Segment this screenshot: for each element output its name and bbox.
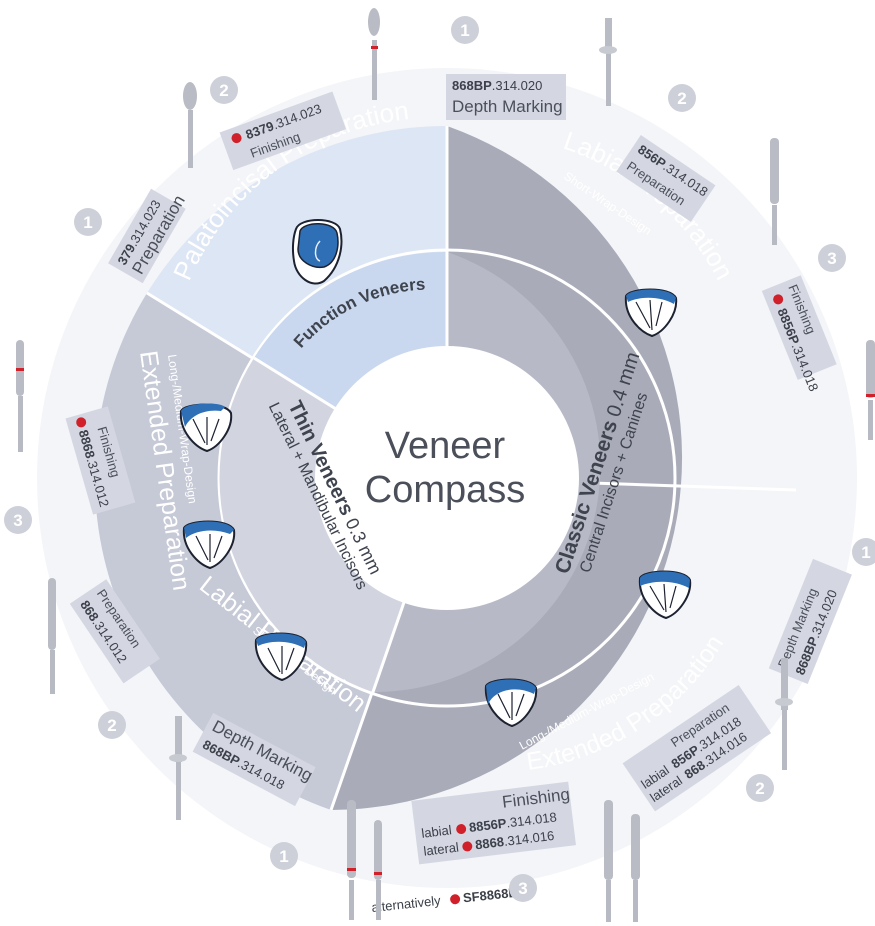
bur-icon-classic-top-1 [599,18,617,106]
svg-text:labial: labial [420,822,452,841]
bur-icon-classic-bot-3b [374,820,382,920]
step-badge-func-1-num: 1 [83,213,92,232]
tooth-icon-extended-thin-2 [182,520,236,570]
step-badge-classic-bot-3-num: 3 [518,879,527,898]
tooth-icon-labial-thin [254,632,308,682]
svg-text:lateral: lateral [423,840,460,859]
finishing-dot-icon [76,417,87,428]
center-title-line1: Veneer [385,425,506,467]
step-classic-bot-3-alt-prefix: alternatively [371,893,442,915]
step-classic-bot-3-l1-bold: 8856P [468,815,507,835]
step-badge-thin-2-num: 2 [107,716,116,735]
step-badge-thin-1: 1 [270,842,298,870]
step-badge-classic-bot-1-num: 1 [861,543,870,562]
finishing-dot-icon [462,841,473,852]
step-classic-bot-3-l1-rest: .314.018 [505,809,557,830]
tooth-icon-labial-classic [624,288,678,338]
step-badge-thin-1-num: 1 [279,847,288,866]
bur-icon-classic-top-3 [866,340,875,440]
finishing-dot-icon [773,294,784,305]
step-badge-thin-3-num: 3 [13,511,22,530]
svg-text:8868.314.016: 8868.314.016 [474,828,555,853]
bur-icon-classic-bot-1 [775,658,793,770]
bur-icon-thin-1 [169,716,187,820]
finishing-dot-icon [456,824,467,835]
step-badge-classic-top-3: 3 [818,244,846,272]
finishing-dot-icon [450,894,461,905]
bur-icon-classic-bot-3a [347,800,356,920]
finishing-dot-icon [231,133,242,144]
tooth-icon-extended-classic-2 [484,678,538,728]
step-badge-func-2-num: 2 [219,81,228,100]
step-badge-thin-3: 3 [4,506,32,534]
tooth-icon-function [291,219,343,285]
tooth-icon-extended-thin-1 [179,403,233,453]
bur-icon-thin-3 [16,340,24,452]
svg-text:868BP.314.020: 868BP.314.020 [452,78,542,93]
inner-ring-border [217,248,677,708]
step-badge-classic-bot-3: 3 [509,874,537,902]
step-badge-classic-bot-2-num: 2 [755,779,764,798]
bur-icon-func-2 [368,8,380,100]
bur-icon-classic-bot-2a [604,800,613,922]
bur-icon-thin-2 [48,578,56,694]
step-classic-top-1-code-rest: .314.020 [492,78,543,93]
step-badge-func-2: 2 [210,76,238,104]
step-badge-classic-bot-1: 1 [852,538,875,566]
step-badge-classic-top-1-num: 1 [460,21,469,40]
step-classic-bot-3-l2-prefix: lateral [423,840,460,859]
step-classic-top-1-code-bold: 868BP [452,78,492,93]
step-badge-classic-bot-2: 2 [746,774,774,802]
step-badge-classic-top-1: 1 [451,16,479,44]
step-classic-bot-3-l2-rest: .314.016 [503,828,555,849]
bur-icon-classic-bot-2b [631,814,640,922]
step-badge-thin-2: 2 [98,711,126,739]
bur-icon-classic-top-2 [770,138,779,245]
step-classic-bot-3-tab: Finishing labial 8856P.314.018 lateral 8… [411,781,576,865]
step-badge-classic-top-2: 2 [668,84,696,112]
step-badge-func-1: 1 [74,208,102,236]
step-thin-3-tab: Finishing 8868.314.012 [65,406,136,515]
center-title-line2: Compass [365,469,526,511]
step-classic-bot-3-l1-prefix: labial [420,822,452,841]
svg-text:alternatively: alternatively [371,893,442,915]
step-classic-bot-3-l2-bold: 8868 [474,834,505,852]
step-classic-top-1-tab: 868BP.314.020 Depth Marking [446,74,566,120]
step-classic-bot-3-alt: alternatively SF8868L/R [371,883,531,915]
step-classic-top-1-label: Depth Marking [452,97,563,116]
step-badge-classic-top-2-num: 2 [677,89,686,108]
step-badge-classic-top-3-num: 3 [827,249,836,268]
tooth-icon-extended-classic [638,570,692,620]
center-disc [315,346,579,610]
svg-text:8856P.314.018: 8856P.314.018 [468,809,557,835]
bur-icon-func-1 [183,82,197,168]
